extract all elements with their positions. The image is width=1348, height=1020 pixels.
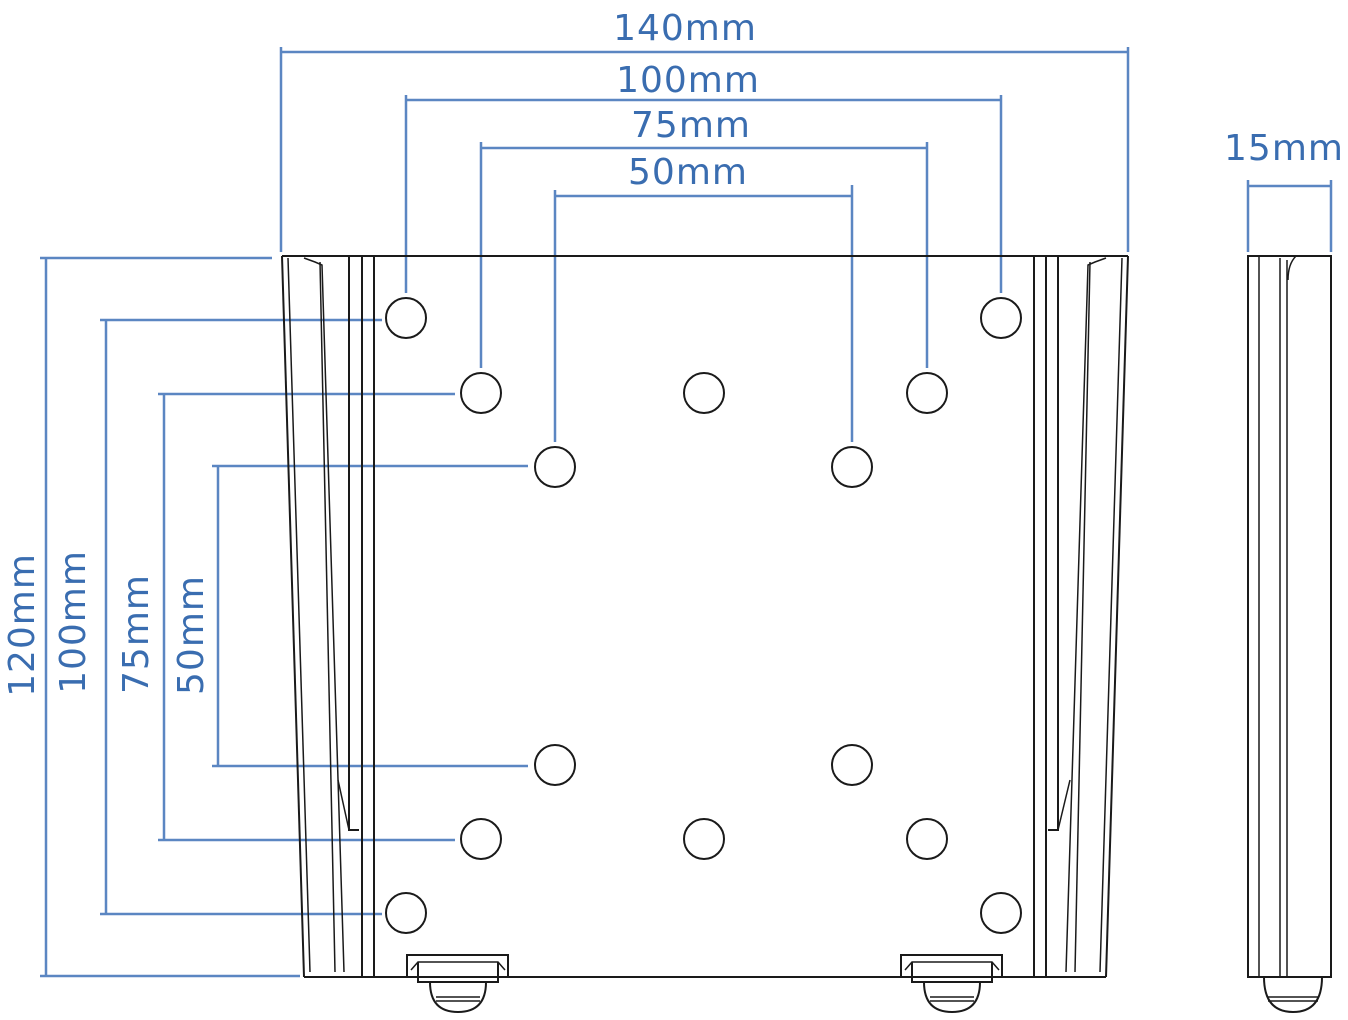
- mounting-hole: [906, 372, 948, 414]
- mounting-hole: [980, 892, 1022, 934]
- dimension-label-50mm-horizontal: 50mm: [628, 152, 748, 193]
- bracket-side-view: 15mm: [1224, 128, 1344, 1014]
- dimension-label-15mm: 15mm: [1224, 128, 1344, 169]
- dimension-50mm-vertical: 50mm: [171, 464, 528, 768]
- dimension-100mm-horizontal: 100mm: [404, 60, 1003, 293]
- dimension-100mm-vertical: 100mm: [53, 318, 382, 916]
- mounting-hole: [385, 892, 427, 934]
- mounting-hole: [385, 297, 427, 339]
- mounting-hole: [534, 744, 576, 786]
- dimension-label-50mm-vertical: 50mm: [171, 575, 212, 695]
- dimension-120mm: 120mm: [2, 256, 300, 978]
- dimension-label-100mm-vertical: 100mm: [53, 550, 94, 694]
- mounting-hole: [460, 372, 502, 414]
- dimension-75mm-vertical: 75mm: [116, 392, 455, 842]
- dimension-label-75mm-horizontal: 75mm: [631, 105, 751, 146]
- dimension-label-140mm: 140mm: [613, 8, 757, 49]
- bracket-front-view: [281, 255, 1129, 1014]
- mounting-hole: [534, 446, 576, 488]
- locking-screw-right: [900, 954, 1003, 1014]
- dimension-140mm: 140mm: [279, 8, 1130, 252]
- mounting-hole: [683, 818, 725, 860]
- mounting-hole: [831, 446, 873, 488]
- dimension-75mm-horizontal: 75mm: [479, 105, 929, 368]
- mounting-hole: [683, 372, 725, 414]
- mounting-hole: [460, 818, 502, 860]
- dimension-label-120mm: 120mm: [2, 553, 43, 697]
- dimension-label-75mm-vertical: 75mm: [116, 574, 157, 694]
- mounting-hole: [906, 818, 948, 860]
- dimension-50mm-horizontal: 50mm: [553, 152, 854, 442]
- mounting-hole: [831, 744, 873, 786]
- mounting-holes: [385, 297, 1022, 934]
- locking-screw-left: [406, 954, 509, 1014]
- mounting-hole: [980, 297, 1022, 339]
- dimension-label-100mm-horizontal: 100mm: [616, 60, 760, 101]
